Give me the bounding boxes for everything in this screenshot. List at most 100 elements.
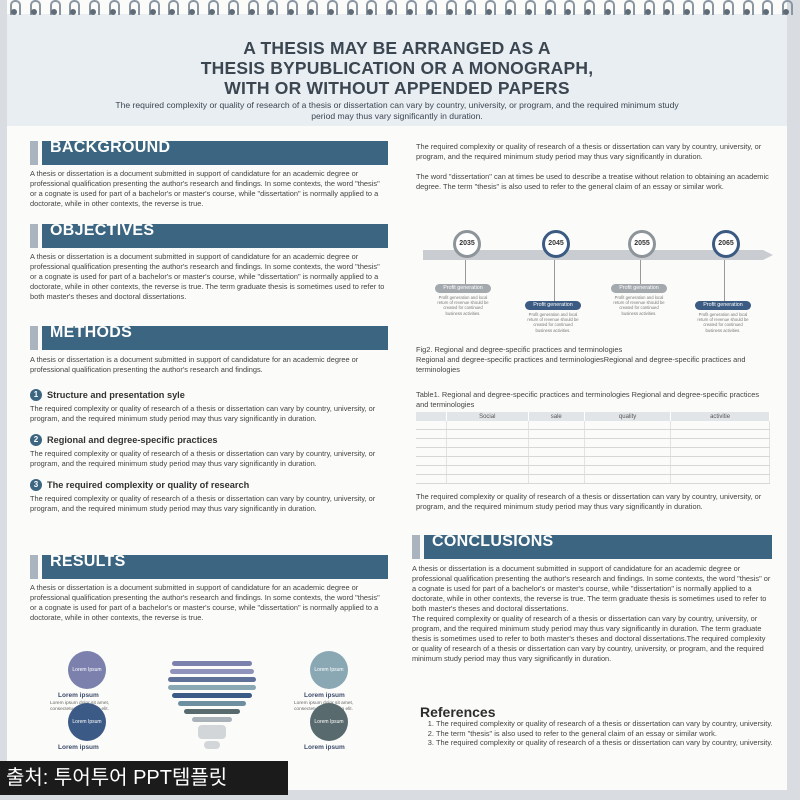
objectives-block: OBJECTIVES A thesis or dissertation is a… [30,222,388,302]
table-header-cell: Social [446,412,529,421]
objectives-section-header: OBJECTIVES [30,222,388,248]
binder-hole [723,9,730,15]
binder-ring [782,0,794,15]
bulb-bar [172,661,252,666]
infographic-circle: Lorem Ipsum [310,703,348,741]
objectives-title: OBJECTIVES [50,222,155,239]
table-header-cell: sale [528,412,585,421]
background-title: BACKGROUND [50,139,171,156]
binder-hole [783,9,790,15]
infographic-item-title: Lorem ipsum [304,692,345,699]
conclusions-text-2: The required complexity or quality of re… [412,614,766,663]
bulb-bar [192,717,232,722]
bulb-bar [168,685,256,690]
left-column: BACKGROUND A thesis or dissertation is a… [30,139,388,209]
binder-hole [624,9,631,15]
background-section-header: BACKGROUND [30,139,388,165]
binder-hole [743,9,750,15]
poster-subtitle: The required complexity or quality of re… [115,100,679,121]
binder-ring [89,0,101,15]
binder-ring [584,0,596,15]
table-caption: Table1. Regional and degree-specific pra… [416,390,760,409]
methods-text: A thesis or dissertation is a document s… [30,355,359,374]
conclusions-text-1: A thesis or dissertation is a document s… [412,564,771,613]
binder-ring [643,0,655,15]
conclusions-title: CONCLUSIONS [432,533,554,550]
bulb-bar [178,701,246,706]
binder-ring [703,0,714,15]
number-badge: 3 [30,479,42,491]
table-row [416,456,770,466]
binder-ring [683,0,695,15]
infographic-circle: Lorem Ipsum [68,703,106,741]
binder-hole [506,9,512,15]
section-accent-bar [412,535,420,559]
binder-hole [525,9,532,15]
after-table-text: The required complexity or quality of re… [416,492,762,511]
binder-hole [268,9,275,15]
references-list: The required complexity or quality of re… [420,719,774,748]
binder-hole [644,9,651,15]
infographic-item-title: Lorem ipsum [58,692,99,699]
binder-ring [326,0,338,15]
binder-ring [247,0,259,15]
binder-hole [585,9,592,15]
binder-ring [69,0,81,15]
binder-hole [248,9,255,15]
year-marker: 2035 [453,230,481,258]
section-accent-bar [30,224,38,248]
binder-ring [49,0,61,15]
method-item-text: The required complexity or quality of re… [30,449,376,468]
bulb-tip [204,741,220,749]
binder-ring [604,0,615,15]
infographic-circle: Lorem Ipsum [310,651,348,689]
binder-hole [129,9,136,15]
binder-ring [287,0,299,15]
infographic-item-title: Lorem ipsum [58,744,99,751]
binder-hole [169,9,176,15]
methods-title: METHODS [50,324,133,341]
binder-hole [387,9,394,15]
binder-ring [346,0,358,15]
binder-ring [128,0,140,15]
conclusions-section-header: CONCLUSIONS [412,533,772,559]
binder-hole [209,9,215,15]
table-row [416,447,770,457]
method-item-title: The required complexity or quality of re… [47,480,250,490]
binder-ring [544,0,556,15]
infographic-circle: Lorem Ipsum [68,651,106,689]
method-item-2-heading: 2 Regional and degree-specific practices [30,434,388,446]
bulb-bar [184,709,240,714]
reference-item: The required complexity or quality of re… [436,719,774,729]
timeline-pill-desc: Profit generation and local return of re… [613,295,665,316]
binder-hole [565,9,572,15]
binder-ring [722,0,734,15]
binder-ring [742,0,754,15]
poster-header: A THESIS MAY BE ARRANGED AS A THESIS BYP… [7,14,787,126]
table-header-cell [416,412,447,421]
results-title: RESULTS [50,553,126,570]
data-table: Social sale quality activitie [416,412,770,484]
binder-hole [407,9,413,15]
results-section-header: RESULTS [30,553,388,579]
binder-hole [308,9,314,15]
table-row [416,465,770,475]
results-block: RESULTS A thesis or dissertation is a do… [30,553,388,623]
binder-ring [386,0,398,15]
table-header-row: Social sale quality activitie [416,412,770,421]
section-accent-bar [30,141,38,165]
binder-ring [188,0,200,15]
method-item-title: Regional and degree-specific practices [47,435,218,445]
binder-ring [505,0,516,15]
timeline-pill: Profit generation [435,284,491,293]
binder-hole [446,9,453,15]
timeline-pill: Profit generation [695,301,751,310]
timeline-pill: Profit generation [611,284,667,293]
table-row [416,429,770,439]
binder-ring [465,0,477,15]
results-infographic: Lorem Ipsum Lorem ipsum Lorem ipsum dolo… [32,645,386,755]
timeline-pill-desc: Profit generation and local return of re… [697,312,749,333]
connector-line [640,260,641,285]
year-marker: 2065 [712,230,740,258]
binder-ring [762,0,774,15]
